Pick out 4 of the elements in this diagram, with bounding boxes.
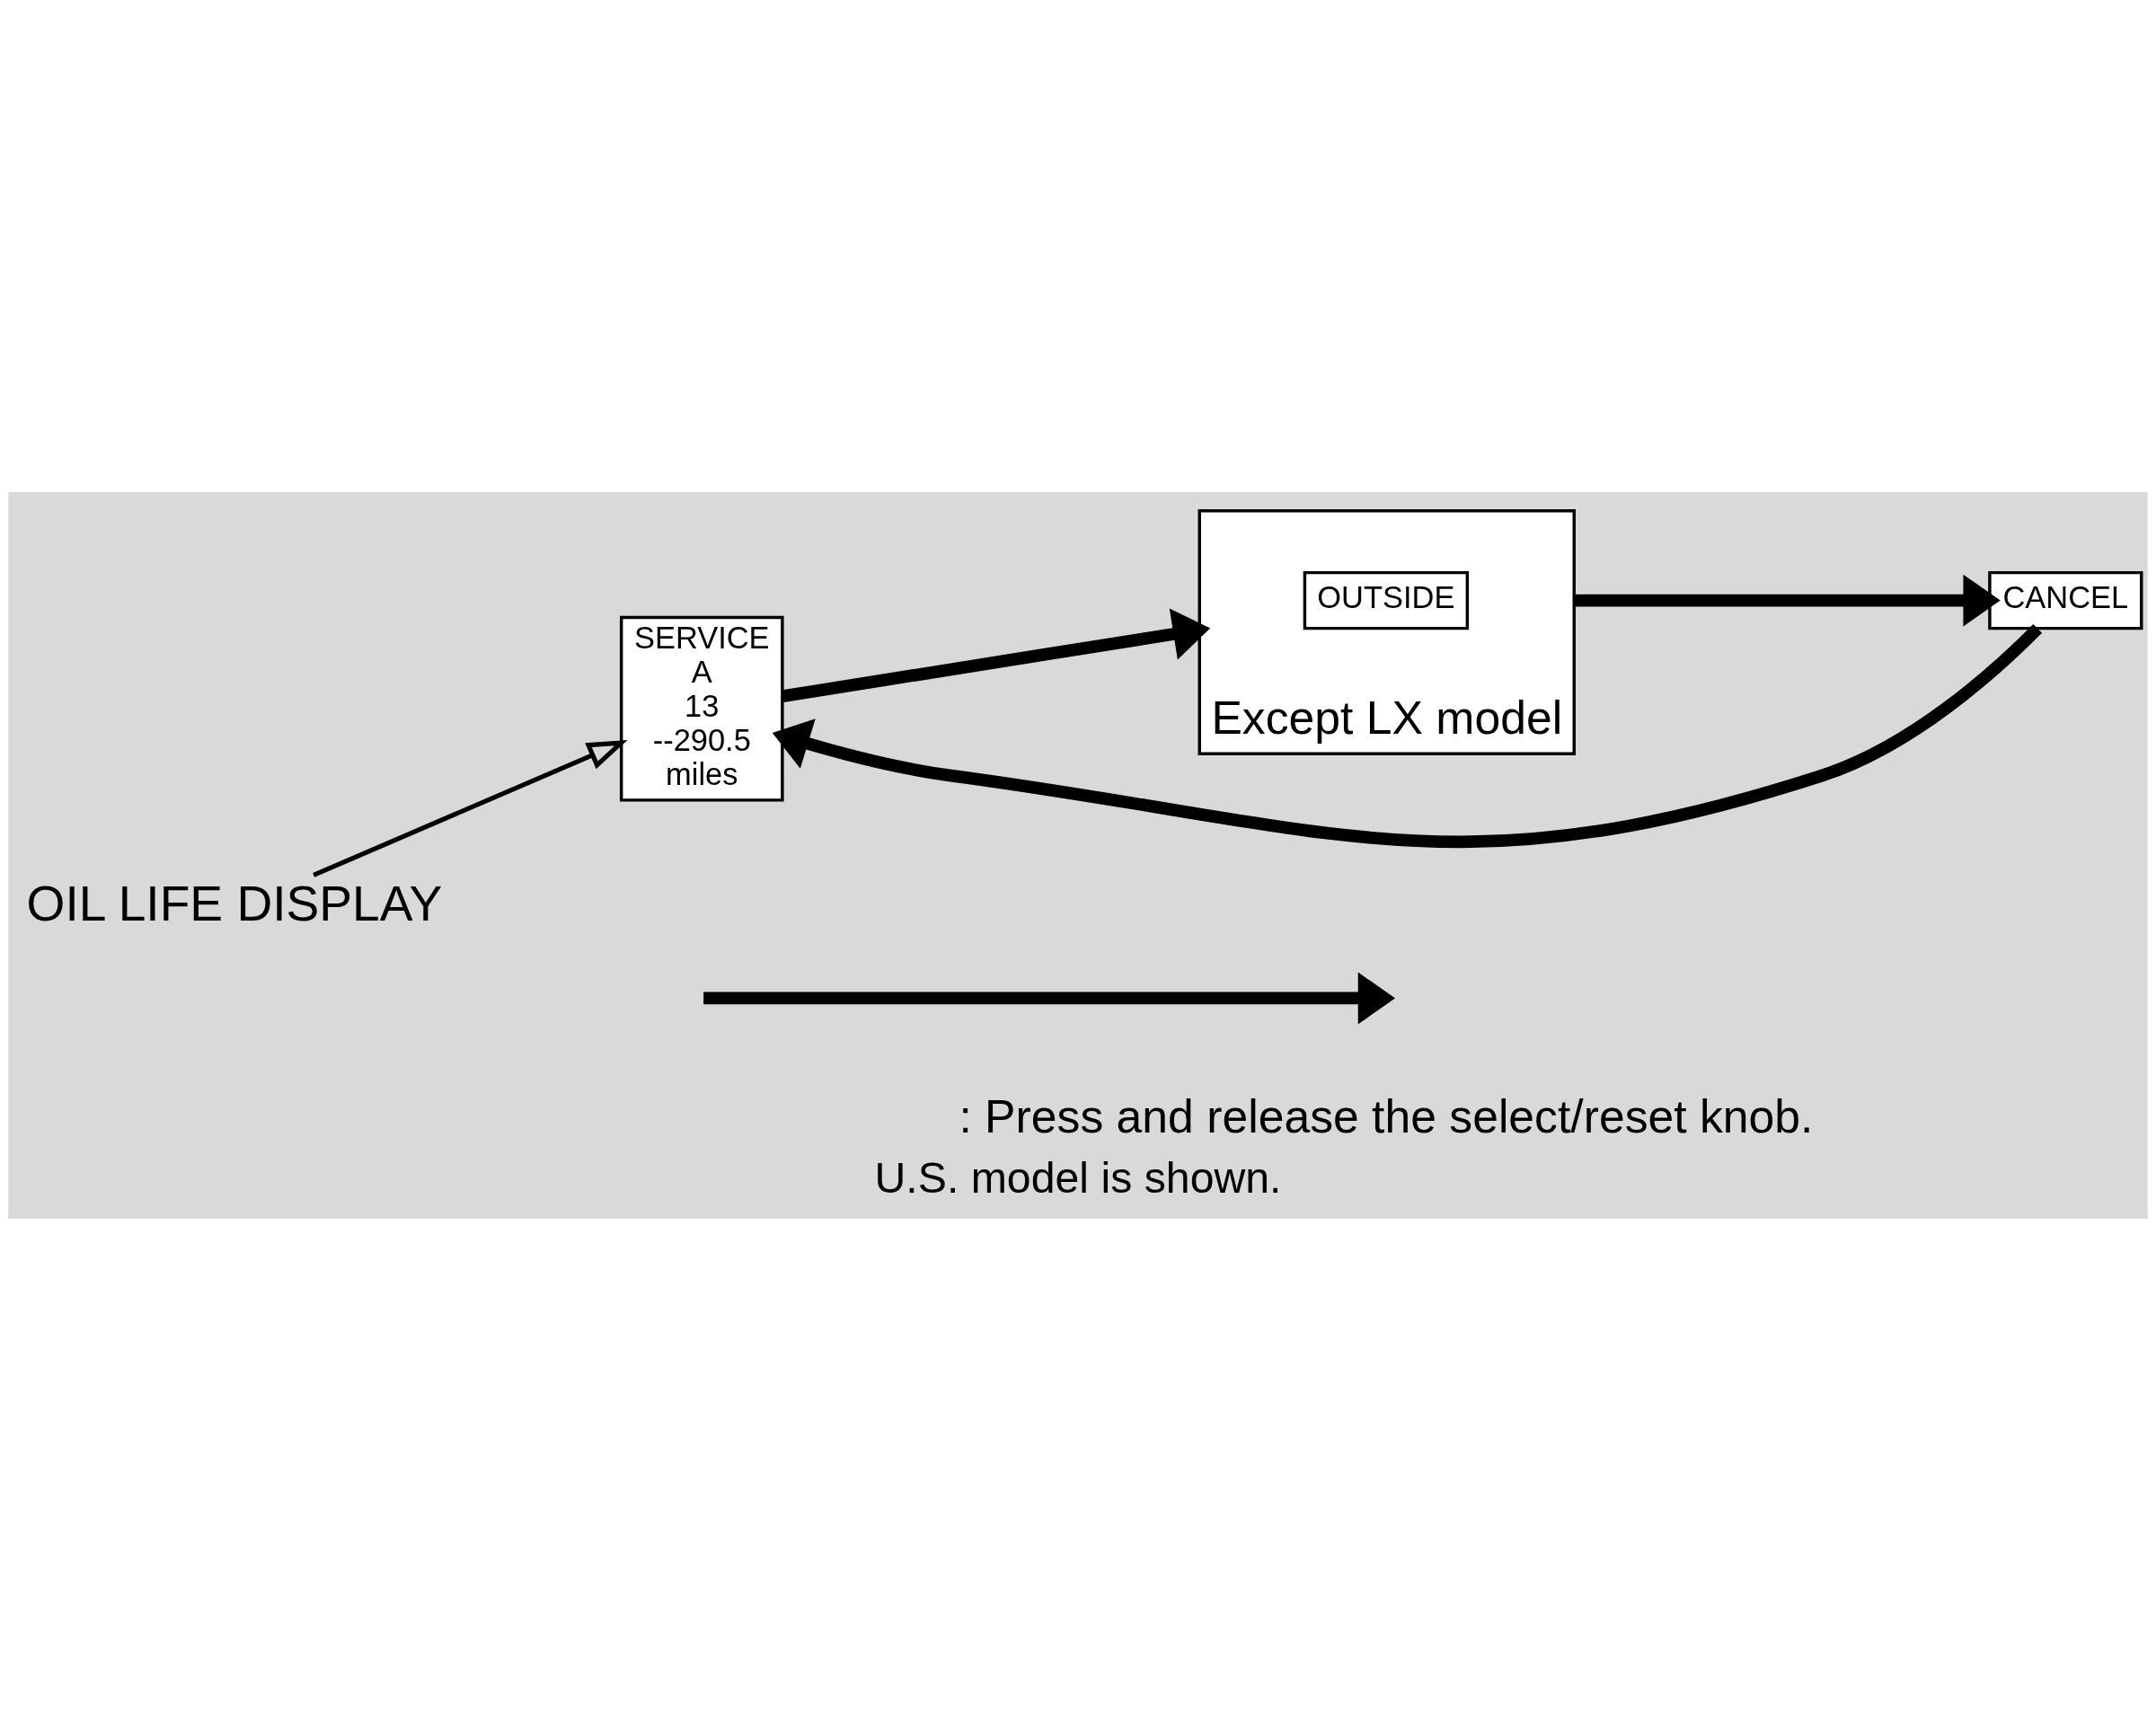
legend-label: : Press and release the select/reset knob. — [959, 1089, 1814, 1142]
caption: U.S. model is shown. — [874, 1152, 1282, 1202]
node-text: OIL LIFE DISPLAY — [26, 875, 443, 931]
node-label: Except LX model — [1211, 691, 1563, 744]
